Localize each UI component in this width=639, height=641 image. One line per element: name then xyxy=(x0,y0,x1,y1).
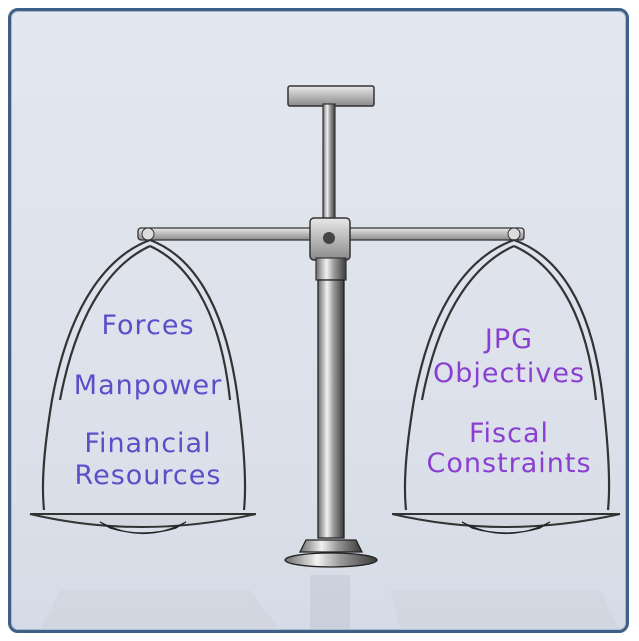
right-item-constraints: Constraints xyxy=(426,448,592,479)
scale-column xyxy=(284,257,378,568)
right-item-objectives-line: Objectives xyxy=(432,358,586,389)
left-item-forces: Forces xyxy=(101,310,195,341)
left-pan xyxy=(29,238,257,535)
left-item-manpower: Manpower xyxy=(73,370,223,401)
left-item-financial: Financial xyxy=(84,428,212,459)
floor-reflection xyxy=(40,575,620,630)
scale-beam xyxy=(137,217,525,261)
left-item-resources: Resources xyxy=(74,460,222,491)
right-pan xyxy=(391,238,621,535)
scale-indicator xyxy=(287,85,375,225)
right-item-fiscal: Fiscal xyxy=(468,418,550,449)
right-item-jpg: JPG xyxy=(484,324,534,355)
